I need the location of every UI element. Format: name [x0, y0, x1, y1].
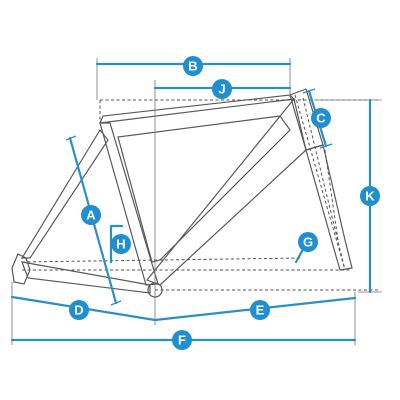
badge-a: A: [81, 205, 101, 225]
label-d: D: [74, 303, 83, 318]
rear-dropout: [11, 253, 31, 285]
measure-a-tick-top: [65, 135, 77, 141]
badge-e: E: [250, 300, 270, 320]
label-a: A: [86, 208, 96, 223]
label-e: E: [256, 303, 265, 318]
badge-j: J: [212, 79, 232, 99]
steering-axis: [294, 94, 346, 271]
badge-f: F: [172, 330, 192, 350]
fork-reference: [324, 149, 339, 241]
label-j: J: [218, 82, 225, 97]
measure-a-tick-bottom: [110, 300, 122, 306]
chain-stay: [21, 261, 151, 294]
wheel-axle-reference: [21, 257, 301, 263]
badge-h: H: [111, 234, 131, 254]
down-tube: [146, 97, 307, 286]
head-angle-reference: [302, 97, 346, 271]
measure-c-tick-top: [302, 88, 316, 94]
badge-d: D: [69, 300, 89, 320]
label-g: G: [303, 235, 313, 250]
top-tube: [99, 94, 296, 124]
measure-c-tick-bottom: [319, 143, 333, 149]
label-b: B: [188, 59, 197, 74]
badge-b: B: [183, 56, 203, 76]
measurements: [10, 62, 372, 342]
seat-stay: [20, 128, 109, 259]
badge-k: K: [360, 186, 380, 206]
label-k: K: [365, 189, 375, 204]
label-c: C: [316, 111, 326, 126]
bike-frame: [11, 88, 353, 298]
badge-g: G: [298, 232, 318, 252]
label-h: H: [116, 237, 125, 252]
badge-c: C: [311, 108, 331, 128]
main-triangle-inner: [117, 115, 291, 263]
label-f: F: [178, 333, 186, 348]
fork: [305, 144, 353, 271]
